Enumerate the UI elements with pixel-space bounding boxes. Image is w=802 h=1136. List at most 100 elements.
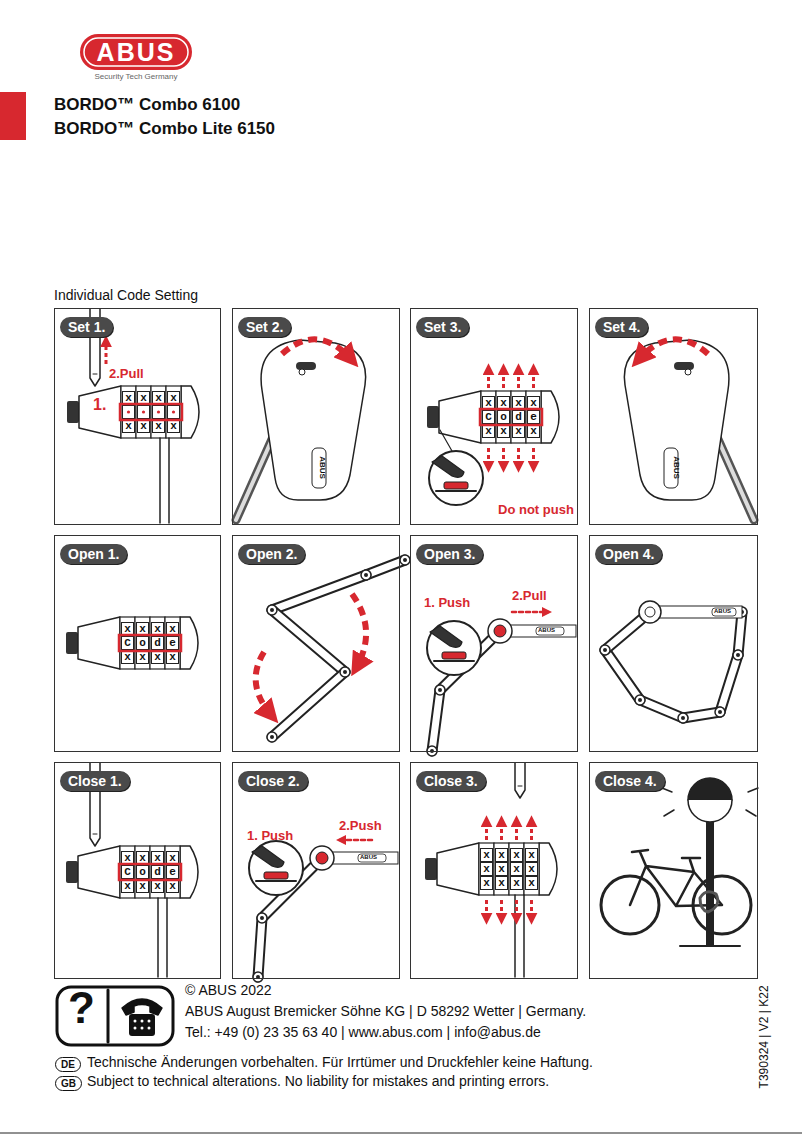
- document-code: T390324 | V2 | K22: [758, 972, 772, 1102]
- dial-digits: xxxx: [479, 848, 543, 862]
- link: [272, 610, 345, 672]
- step-panel: Open 2.: [232, 535, 400, 752]
- step-heading: Open 1.: [60, 544, 127, 564]
- ground: [680, 945, 740, 947]
- step-heading: Open 4.: [595, 544, 662, 564]
- notch: [93, 374, 97, 375]
- side-tab: [0, 92, 26, 140]
- text-label: 2.Pull: [109, 367, 144, 382]
- button-base: [434, 660, 474, 662]
- step-heading: Set 4.: [595, 317, 648, 337]
- phone-icon: [122, 999, 162, 1015]
- step-heading: Set 2.: [238, 317, 291, 337]
- rivet: [270, 735, 274, 739]
- dial-dot: [127, 410, 130, 413]
- push-button: [444, 482, 468, 489]
- push-button: [264, 872, 288, 879]
- dial-digits: Code: [120, 865, 184, 879]
- rivet: [438, 688, 442, 692]
- rivet: [638, 698, 642, 702]
- dial-cell: [153, 406, 165, 419]
- rivet: [317, 853, 327, 863]
- button-base: [436, 490, 476, 492]
- red-arrow: [500, 900, 503, 920]
- push-button: [645, 607, 655, 617]
- phone-key: [141, 1020, 144, 1023]
- red-arrow: [532, 368, 535, 388]
- link: [272, 610, 345, 672]
- link: [432, 690, 440, 751]
- detail-circle: [427, 621, 481, 675]
- bar: [650, 606, 742, 618]
- rivet: [495, 626, 505, 636]
- step-heading: Close 4.: [595, 771, 665, 791]
- red-arrow: [530, 820, 533, 840]
- rivet: [427, 746, 437, 756]
- rivet: [403, 558, 407, 562]
- red-arrow: [500, 820, 503, 840]
- dial-digits: xxxx: [120, 650, 184, 664]
- rivet: [718, 710, 722, 714]
- dial-cell: [138, 406, 150, 419]
- red-arrow: [487, 448, 490, 468]
- text-label: Technische Änderungen vorbehalten. Für I…: [87, 1054, 593, 1070]
- red-arrow: [517, 448, 520, 468]
- lamp-ray: [748, 788, 758, 792]
- red-arrow: [502, 448, 505, 468]
- lock-body: [78, 617, 120, 669]
- phone-key: [148, 1020, 151, 1023]
- text-label: Subject to technical alterations. No lia…: [87, 1073, 549, 1089]
- link: [258, 918, 262, 977]
- red-arrow: [512, 611, 548, 614]
- red-arrow: [485, 820, 488, 840]
- red-arrow: [532, 448, 535, 468]
- link: [272, 672, 345, 737]
- rivet: [430, 749, 434, 753]
- link: [720, 655, 738, 712]
- rivet: [645, 607, 655, 617]
- release-slot: [674, 362, 694, 370]
- link: [272, 672, 345, 737]
- red-arrow: [638, 339, 708, 360]
- step-heading: Open 2.: [238, 544, 305, 564]
- step-panel: Set 1.: [54, 308, 221, 525]
- rivet: [253, 972, 263, 982]
- text-label: ABUS August Bremicker Söhne KG | D 58292…: [185, 1003, 586, 1019]
- brand-plate: [358, 854, 386, 862]
- push-button: [316, 852, 328, 864]
- rod: [159, 438, 161, 523]
- product-title: BORDO™ Combo 6100: [54, 95, 240, 115]
- lock-body: [78, 846, 120, 898]
- red-arrow: [105, 340, 108, 364]
- link: [640, 700, 683, 718]
- lock-head: [639, 601, 661, 623]
- lamp-ray: [664, 810, 674, 816]
- dial-dot: [142, 410, 145, 413]
- lock-body: [79, 386, 121, 438]
- dial-digits: Code: [120, 636, 184, 650]
- rivet: [340, 667, 350, 677]
- logo-pill: [80, 34, 192, 70]
- step-heading: Close 2.: [238, 771, 308, 791]
- dial-dot: [172, 410, 175, 413]
- step-panel: Set 4.: [589, 308, 758, 525]
- lock-head: [624, 340, 729, 500]
- red-arrow: [282, 339, 352, 360]
- rod: [168, 438, 170, 523]
- language-tag: DE: [55, 1057, 81, 1072]
- link: [640, 700, 683, 718]
- red-arrow: [485, 900, 488, 920]
- dial-digits: xxxx: [121, 419, 185, 433]
- red-arrow: [352, 594, 366, 668]
- code-frame: [120, 404, 182, 420]
- link: [605, 650, 640, 700]
- lamp: [688, 800, 732, 822]
- text-label: Tel.: +49 (0) 23 35 63 40 | www.abus.com…: [185, 1024, 541, 1040]
- lamp-ray: [746, 810, 756, 816]
- lock-body: [437, 843, 479, 895]
- step-heading: Open 3.: [416, 544, 483, 564]
- step-panel: Open 4.: [589, 535, 758, 752]
- rivet: [260, 916, 264, 920]
- phone-key: [148, 1027, 151, 1030]
